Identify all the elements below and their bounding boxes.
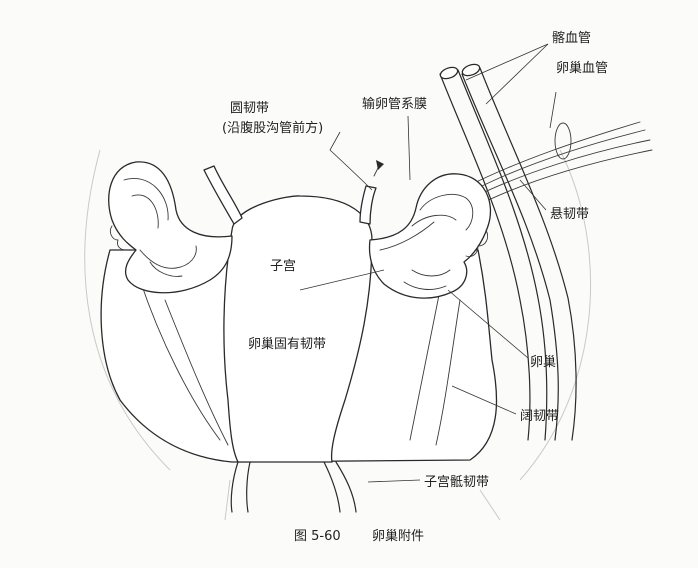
right-adnexa bbox=[368, 173, 492, 299]
label-round-ligament: 圆韧带 bbox=[230, 101, 269, 116]
label-round-ligament-note: (沿腹股沟管前方) bbox=[222, 120, 323, 136]
figure-caption: 图 5-60 卵巢附件 bbox=[294, 529, 424, 544]
round-ligament bbox=[203, 160, 384, 225]
labels: 髂血管 卵巢血管 圆韧带 (沿腹股沟管前方) 输卵管系膜 悬韧带 子宫 卵巢固有… bbox=[222, 30, 608, 490]
label-iliac-vessels: 髂血管 bbox=[552, 30, 591, 46]
ovarian-vessels bbox=[467, 121, 653, 207]
label-ovary: 卵巢 bbox=[530, 355, 556, 370]
caption-title: 卵巢附件 bbox=[372, 529, 424, 544]
background-sketch bbox=[84, 149, 592, 521]
left-adnexa bbox=[108, 161, 233, 294]
label-broad-ligament: 阔韧带 bbox=[520, 409, 559, 424]
caption-figure-number: 图 5-60 bbox=[294, 529, 341, 544]
label-fallopian-mesentery: 输卵管系膜 bbox=[362, 96, 427, 112]
leader-lines bbox=[299, 43, 557, 483]
label-uterosacral-ligament: 子宫骶韧带 bbox=[424, 475, 489, 490]
iliac-vessels bbox=[439, 63, 577, 441]
label-suspensory-ligament: 悬韧带 bbox=[550, 207, 589, 222]
uterus bbox=[223, 195, 373, 463]
label-ovarian-ligament: 卵巢固有韧带 bbox=[248, 337, 326, 352]
label-ovarian-vessels: 卵巢血管 bbox=[556, 61, 608, 76]
uterosacral-ligament bbox=[230, 461, 357, 513]
label-uterus: 子宫 bbox=[270, 259, 296, 274]
